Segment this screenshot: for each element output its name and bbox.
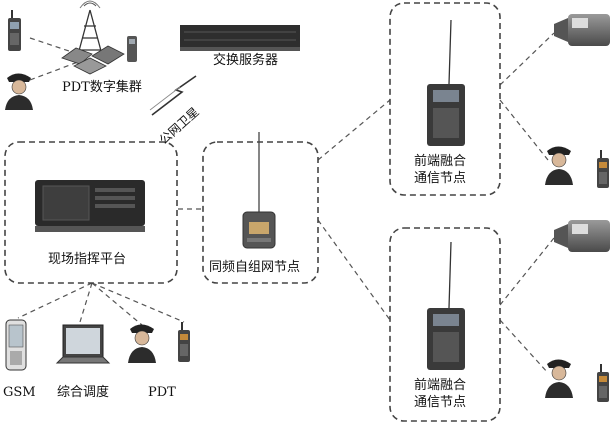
- link-node-front-bottom: [317, 219, 391, 321]
- lightning-bolt-icon: [149, 75, 197, 116]
- link-platform-officer: [91, 282, 143, 326]
- command-platform-label: 现场指挥平台: [48, 252, 127, 267]
- police-officer-icon: [545, 359, 573, 398]
- camera-icon: [554, 14, 610, 46]
- mesh-node-icon: [242, 132, 276, 249]
- manpack-radio-icon: [427, 241, 465, 370]
- front-node-bottom-label-2: 通信节点: [414, 395, 467, 410]
- command-platform-box: [4, 141, 178, 284]
- link-front-top-camera: [499, 32, 555, 86]
- link-front-bottom-camera: [499, 237, 555, 306]
- link-officer-tower: [29, 61, 79, 81]
- link-platform-laptop: [79, 282, 93, 323]
- front-node-top-label-2: 通信节点: [414, 171, 467, 186]
- handheld-radio-icon: [597, 364, 609, 402]
- police-officer-icon: [545, 146, 573, 185]
- police-officer-icon: [5, 73, 33, 110]
- handheld-radio-icon: [597, 150, 609, 188]
- radio-tower-icon: [61, 0, 125, 75]
- manpack-radio-icon: [427, 19, 465, 146]
- command-console-icon: [35, 180, 145, 232]
- pdt-label: PDT: [148, 385, 176, 400]
- dispatch-label: 综合调度: [57, 385, 110, 400]
- link-platform-radio: [91, 282, 185, 323]
- adhoc-node-label: 同频自组网节点: [209, 260, 301, 275]
- connection-lines: [17, 32, 555, 374]
- exchange-server-label: 交换服务器: [213, 53, 279, 68]
- front-node-top-box: [389, 2, 501, 196]
- handheld-radio-icon: [127, 36, 137, 62]
- police-officer-icon: [128, 324, 156, 363]
- front-node-top-label-1: 前端融合: [414, 154, 467, 169]
- handheld-radio-icon: [178, 322, 190, 362]
- gsm-label: GSM: [3, 385, 36, 400]
- front-node-bottom-label-1: 前端融合: [414, 378, 467, 393]
- pdt-cluster-label: PDT数字集群: [62, 80, 142, 95]
- camera-icon: [554, 220, 610, 252]
- laptop-icon: [55, 324, 111, 364]
- front-node-bottom-box: [389, 227, 501, 422]
- link-platform-gsm: [17, 282, 93, 319]
- server-rack-icon: [180, 25, 300, 51]
- link-node-front-top: [317, 99, 391, 161]
- link-front-bottom-officer: [499, 319, 549, 374]
- adhoc-node-box: [202, 141, 319, 284]
- link-front-top-officer: [499, 99, 549, 161]
- handheld-radio-icon: [8, 10, 21, 51]
- mobile-phone-icon: [5, 319, 27, 371]
